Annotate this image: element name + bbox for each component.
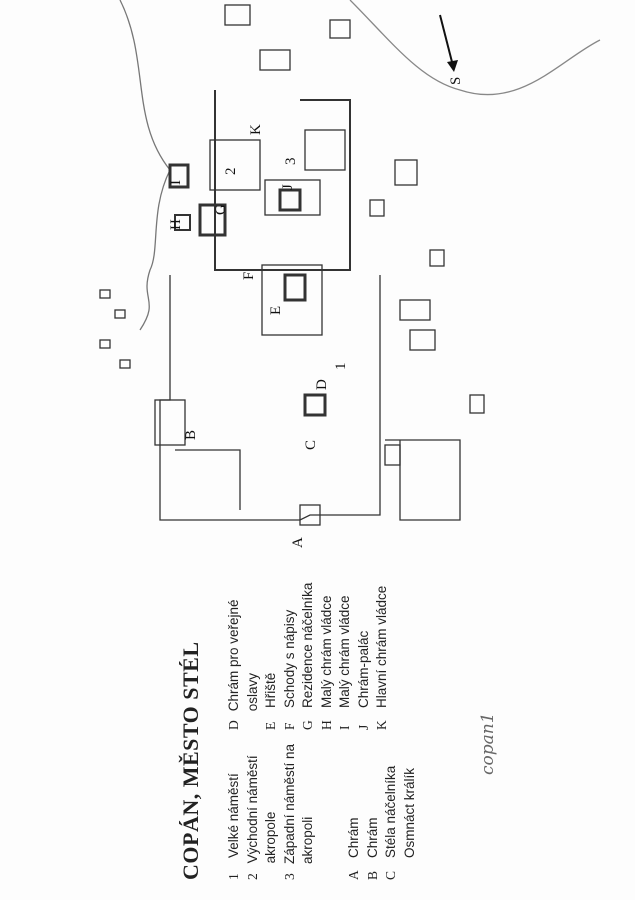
map-label-I: I	[168, 180, 184, 185]
map-label-3: 3	[283, 158, 299, 166]
map-label-B: B	[183, 430, 199, 440]
map-label-2: 2	[223, 168, 239, 176]
legend-item: Osmnáct králík	[401, 767, 417, 858]
map-label-G: G	[213, 204, 229, 215]
handwritten-note: copan1	[478, 712, 498, 775]
north-label: S	[448, 77, 464, 85]
map-label-D: D	[314, 379, 330, 390]
map-label-K: K	[248, 124, 264, 135]
map-label-H: H	[168, 219, 184, 230]
map-label-J: J	[280, 184, 296, 190]
map-label-A: A	[290, 537, 306, 548]
map-label-F: F	[241, 272, 257, 280]
map-label-1: 1	[333, 363, 349, 371]
page-title: COPÁN, MĚSTO STÉL	[178, 641, 203, 880]
map-label-E: E	[268, 306, 284, 315]
north-arrow	[439, 14, 458, 72]
map-label-C: C	[303, 440, 319, 450]
